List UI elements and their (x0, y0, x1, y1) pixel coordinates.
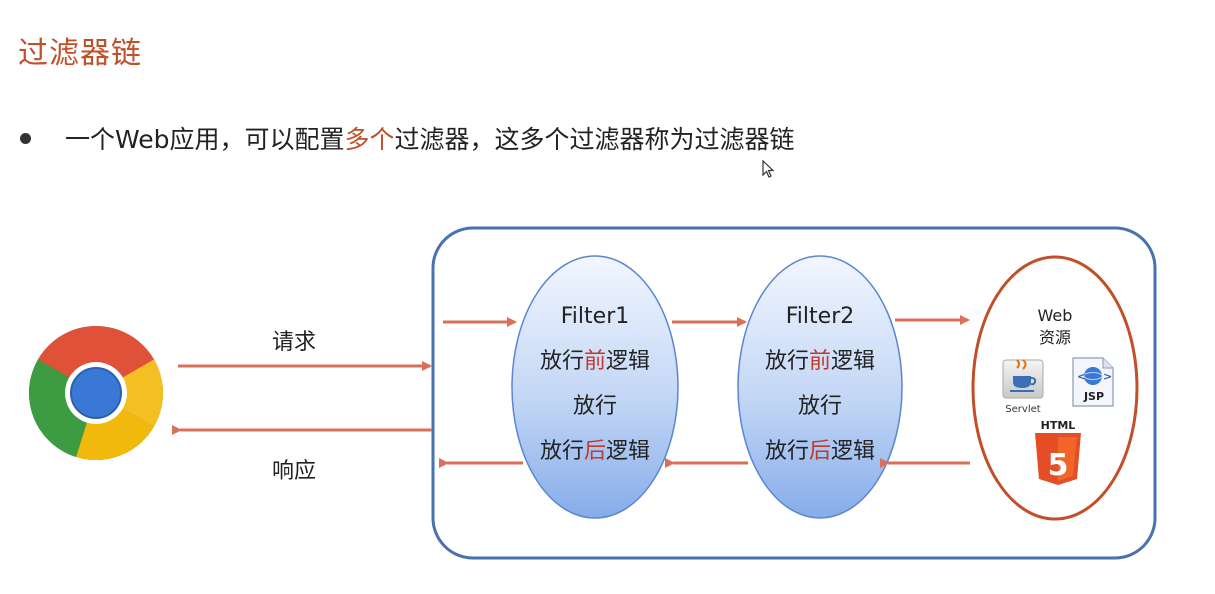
request-label: 请求 (272, 330, 317, 355)
filter2-ellipse (737, 255, 903, 519)
filter1-text: Filter1 放行前逻辑 放行 放行后逻辑 (520, 304, 670, 478)
filter1-after-logic: 放行后逻辑 (539, 439, 651, 464)
filter2-before-logic: 放行前逻辑 (764, 349, 876, 374)
response-label: 响应 (272, 459, 317, 484)
filter2-name: Filter2 (785, 304, 855, 329)
mouse-cursor-icon (762, 160, 775, 178)
web-resource-title-line1: Web (1037, 306, 1073, 325)
filter2-pass: 放行 (797, 394, 842, 419)
filter1-ellipse (511, 255, 679, 519)
bullet-highlight: 多个 (344, 125, 395, 154)
html5-icon (1035, 433, 1081, 485)
page-title: 过滤器链 (18, 36, 142, 71)
filter2-after-logic: 放行后逻辑 (764, 439, 876, 464)
filter1-name: Filter1 (560, 304, 630, 329)
servlet-label: Servlet (1005, 404, 1040, 415)
jsp-label: JSP (1083, 390, 1104, 403)
html5-number: 5 (1048, 448, 1069, 483)
bullet-dot (20, 132, 31, 144)
filter2-text: Filter2 放行前逻辑 放行 放行后逻辑 (745, 304, 895, 478)
bullet-item: 一个Web应用，可以配置多个过滤器，这多个过滤器称为过滤器链 (20, 120, 795, 156)
html-label: HTML (1041, 419, 1076, 432)
web-resource-title-line2: 资源 (1038, 328, 1071, 347)
bullet-suffix: 过滤器，这多个过滤器称为过滤器链 (394, 125, 795, 154)
web-resource-title: Web 资源 (1025, 305, 1085, 349)
bullet-prefix: 一个Web应用，可以配置 (65, 125, 345, 154)
servlet-icon (1002, 359, 1044, 399)
filter1-before-logic: 放行前逻辑 (539, 349, 651, 374)
svg-text:<: < (1077, 370, 1086, 383)
chrome-browser-icon (28, 326, 163, 461)
jsp-icon: < > (1072, 357, 1114, 407)
filter1-pass: 放行 (572, 394, 617, 419)
svg-text:>: > (1103, 370, 1112, 383)
web-resource-ellipse (971, 255, 1139, 521)
